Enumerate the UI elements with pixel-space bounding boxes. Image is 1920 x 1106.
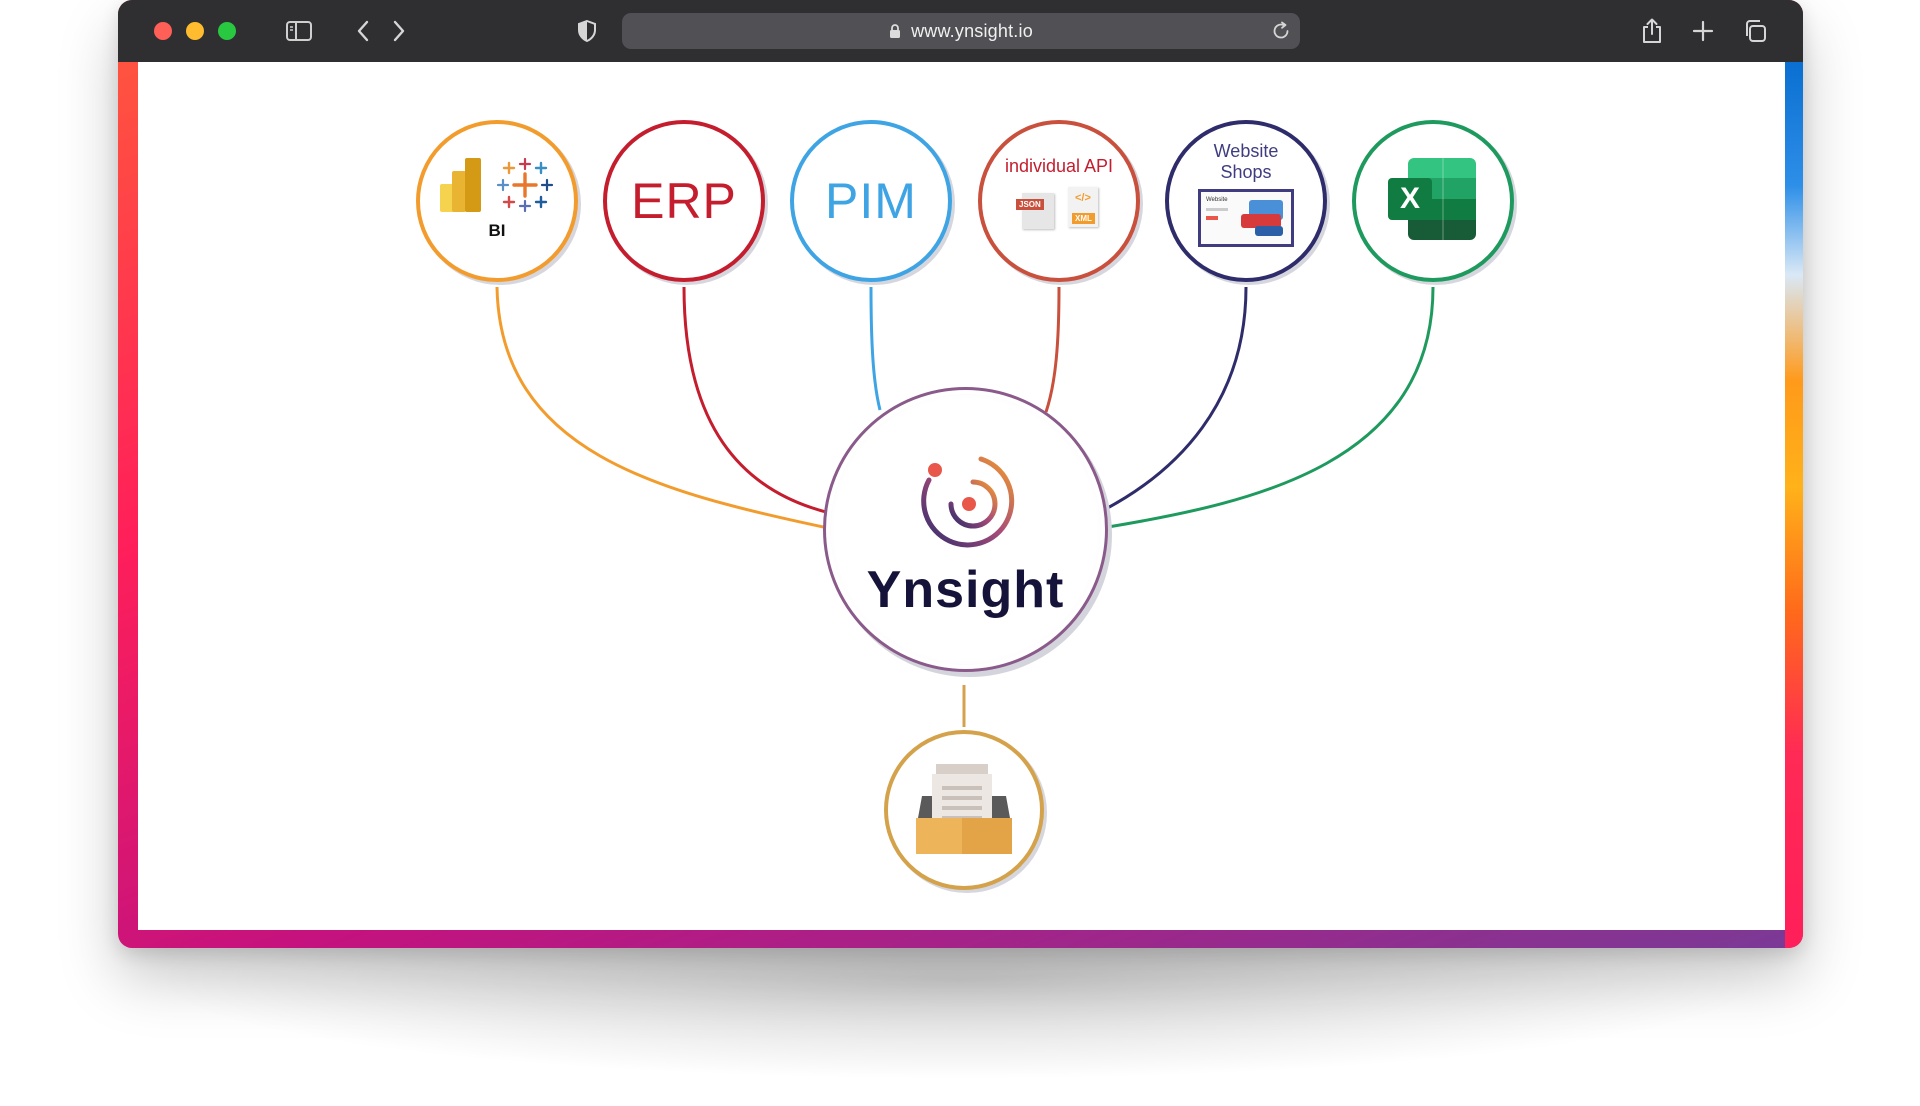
connector-shops: [1099, 286, 1248, 514]
lock-icon: [889, 23, 901, 39]
website-shops-node[interactable]: Website Shops Website: [1165, 120, 1327, 282]
bi-node[interactable]: BI: [416, 120, 578, 282]
ynsight-title: Ynsight: [866, 560, 1065, 619]
document-archive-tray-icon: [916, 764, 1012, 854]
zoom-window-button[interactable]: [218, 22, 236, 40]
excel-letter: X: [1399, 182, 1420, 215]
connector-api: [1044, 286, 1061, 413]
website-screenshot-icon: Website: [1198, 189, 1294, 247]
connector-erp: [682, 286, 835, 516]
forward-chevron-icon[interactable]: [384, 16, 414, 46]
sidebar-toggle-icon[interactable]: [284, 16, 314, 46]
website-shops-label: Website Shops: [1213, 141, 1279, 182]
xml-file-icon: </> XML: [1068, 186, 1102, 227]
excel-node[interactable]: X: [1352, 120, 1514, 282]
browser-window: www.ynsight.io: [118, 0, 1803, 948]
bi-label: BI: [488, 221, 506, 240]
web-content: BI ERP PIM individual API JSON: [138, 62, 1785, 930]
tab-overview-icon[interactable]: [1740, 16, 1770, 46]
ynsight-hub[interactable]: Ynsight: [823, 387, 1108, 672]
connector-bi: [495, 286, 829, 530]
browser-toolbar: www.ynsight.io: [118, 0, 1803, 62]
erp-node[interactable]: ERP: [603, 120, 765, 282]
address-url: www.ynsight.io: [911, 20, 1033, 41]
pim-label: PIM: [825, 173, 917, 229]
reload-icon[interactable]: [1270, 20, 1292, 47]
minimize-window-button[interactable]: [186, 22, 204, 40]
pim-node[interactable]: PIM: [790, 120, 952, 282]
connector-excel: [1107, 286, 1435, 529]
close-window-button[interactable]: [154, 22, 172, 40]
back-chevron-icon[interactable]: [348, 16, 378, 46]
connector-lines: [495, 286, 1435, 727]
excel-logo-icon: X: [1388, 158, 1478, 240]
archive-node[interactable]: [884, 730, 1044, 890]
erp-label: ERP: [631, 173, 737, 229]
tableau-logo-icon: [496, 157, 554, 213]
json-file-icon: JSON: [1016, 192, 1056, 229]
connector-pim: [869, 286, 882, 411]
privacy-shield-icon[interactable]: [572, 16, 602, 46]
ynsight-logo-icon: [920, 456, 1014, 547]
share-icon[interactable]: [1637, 16, 1667, 46]
new-tab-plus-icon[interactable]: [1688, 16, 1718, 46]
api-node[interactable]: individual API JSON </> XML: [978, 120, 1140, 282]
address-bar[interactable]: www.ynsight.io: [622, 13, 1300, 49]
powerbi-logo-icon: [440, 158, 481, 212]
api-label: individual API: [1004, 155, 1114, 176]
